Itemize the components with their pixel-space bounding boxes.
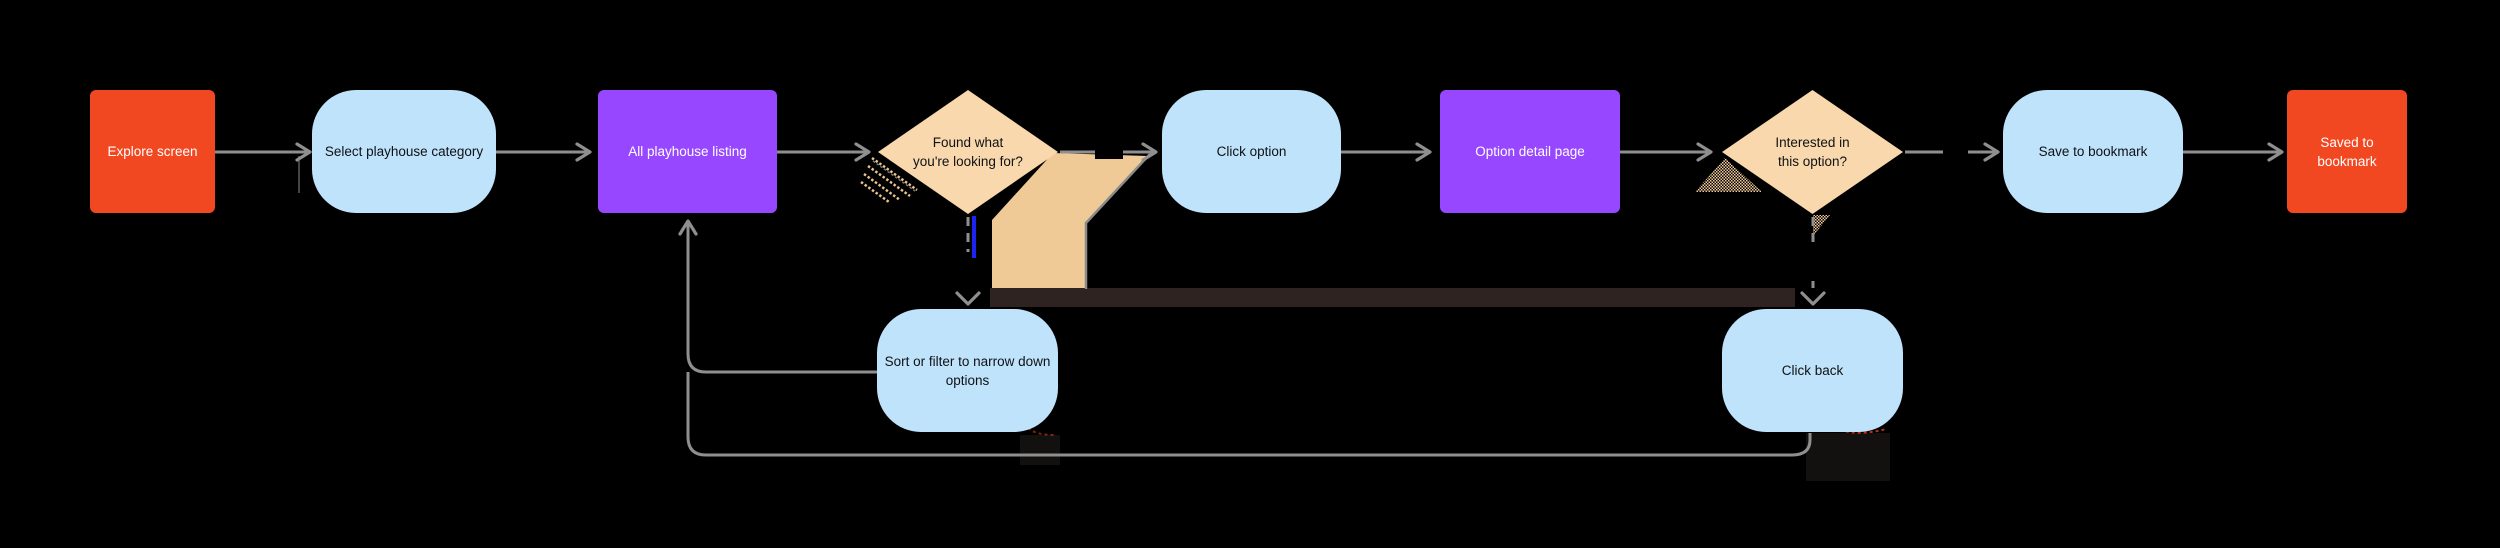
connector-sortfilter-to-listing[interactable] <box>678 219 877 374</box>
node-explore-screen[interactable]: Explore screen <box>90 90 215 213</box>
node-label: Click option <box>1216 144 1287 159</box>
node-label: Interested in this option? <box>1775 135 1850 169</box>
artifact-tan-polygon <box>992 153 1147 288</box>
node-label: Option detail page <box>1475 144 1585 159</box>
node-click-option[interactable]: Click option <box>1162 90 1341 213</box>
node-label: Sort or filter to narrow down options <box>884 353 1051 388</box>
connector-clickback-to-listing[interactable] <box>686 372 1812 457</box>
node-option-detail-page[interactable]: Option detail page <box>1440 90 1620 213</box>
node-label: Select playhouse category <box>324 144 484 159</box>
artifact-red-dots-clickback <box>1839 428 1887 434</box>
artifact-dark-blob-right <box>1806 433 1890 481</box>
node-label: Click back <box>1781 363 1844 378</box>
node-save-to-bookmark[interactable]: Save to bookmark <box>2003 90 2183 213</box>
artifact-stripes <box>860 156 918 204</box>
artifact-dark-blob-left <box>1020 435 1060 465</box>
artifact-ghost-connector <box>1084 153 1151 289</box>
node-label: All playhouse listing <box>628 144 747 159</box>
node-label: Saved to bookmark <box>2317 134 2377 169</box>
node-click-back[interactable]: Click back <box>1722 309 1903 432</box>
node-all-playhouse-listing[interactable]: All playhouse listing <box>598 90 777 213</box>
node-label: Explore screen <box>107 144 198 159</box>
node-label: Save to bookmark <box>2038 144 2148 159</box>
node-select-playhouse-category[interactable]: Select playhouse category <box>312 90 496 213</box>
artifact-black-smudges <box>957 145 1968 290</box>
arrowhead-down-sortfilter <box>955 291 981 306</box>
artifact-brown-band <box>990 288 1795 307</box>
arrowhead-down-clickback <box>1800 291 1826 306</box>
node-label: Found what you're looking for? <box>913 135 1023 169</box>
artifact-dither-triangle <box>1695 158 1762 192</box>
artifact-red-dots-sortfilter <box>1027 427 1055 436</box>
node-saved-to-bookmark[interactable]: Saved to bookmark <box>2287 90 2407 213</box>
node-sort-or-filter[interactable]: Sort or filter to narrow down options <box>877 309 1058 432</box>
artifact-dither-corner <box>1813 215 1830 236</box>
artifact-blue-line <box>972 216 976 258</box>
